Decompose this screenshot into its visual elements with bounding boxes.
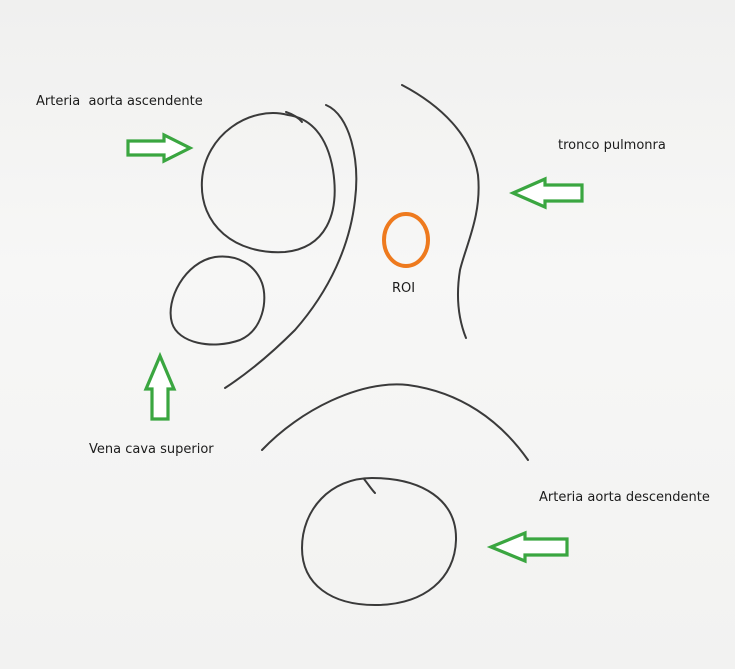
descending-aorta-notch: [364, 479, 375, 493]
arrow-left-icon: [513, 179, 582, 207]
arrow-up-icon: [146, 356, 174, 419]
label-vena-cava: Vena cava superior: [89, 442, 214, 458]
label-tronco-pulmonar: tronco pulmonra: [558, 138, 666, 154]
pulmonary-trunk-curve: [402, 85, 479, 338]
descending-aorta-outline: [302, 478, 456, 605]
ascending-aorta-outline: [202, 113, 335, 252]
arrow-left-icon: [491, 533, 567, 561]
arrow-right-icon: [128, 135, 190, 161]
label-aorta-ascendente: Arteria aorta ascendente: [36, 94, 203, 110]
label-aorta-descendente: Arteria aorta descendente: [539, 490, 710, 506]
label-roi: ROI: [392, 281, 415, 297]
roi-ellipse: [384, 214, 428, 266]
vena-cava-outline: [171, 257, 265, 345]
lower-arc: [262, 384, 528, 460]
